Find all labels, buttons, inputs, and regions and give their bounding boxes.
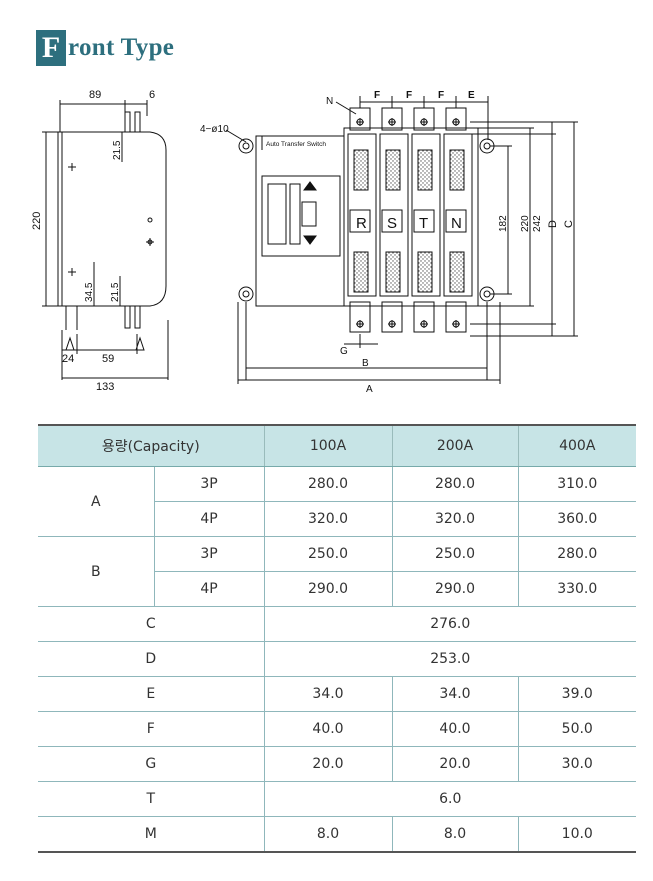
header-capacity: 용량(Capacity): [38, 424, 264, 467]
cell: 40.0: [391, 711, 518, 747]
cell: 8.0: [263, 816, 392, 853]
cell: 280.0: [391, 466, 518, 502]
cell: 50.0: [517, 711, 636, 747]
row-label: M: [38, 816, 264, 853]
cell: 250.0: [263, 536, 392, 572]
title-initial: F: [36, 30, 66, 66]
dim-89: 89: [89, 89, 101, 101]
dim-g: G: [340, 346, 348, 357]
table-row: 4P 290.0 290.0 330.0: [38, 571, 636, 607]
row-label: G: [38, 746, 264, 782]
cell-merged: 276.0: [263, 606, 636, 642]
pole-t: T: [419, 215, 428, 232]
dim-21-5-top: 21.5: [112, 140, 123, 160]
table-row: M 8.0 8.0 10.0: [38, 816, 636, 853]
cell: 8.0: [391, 816, 518, 853]
dim-d: D: [547, 220, 559, 228]
cell: 320.0: [263, 501, 392, 537]
cell-merged: 253.0: [263, 641, 636, 677]
dim-34-5: 34.5: [84, 282, 95, 302]
cell-merged: 6.0: [263, 781, 636, 817]
row-label: T: [38, 781, 264, 817]
dim-220: 220: [520, 215, 531, 232]
row-sub: 3P: [153, 536, 264, 572]
dim-e: E: [468, 90, 475, 101]
dim-242: 242: [532, 215, 543, 232]
table-header-row: 용량(Capacity) 100A 200A 400A: [38, 424, 636, 467]
cell: 330.0: [517, 571, 636, 607]
dim-n: N: [326, 96, 333, 107]
table-row: 4P 320.0 320.0 360.0: [38, 501, 636, 537]
table-row: F 40.0 40.0 50.0: [38, 711, 636, 747]
cell: 310.0: [517, 466, 636, 502]
cell: 280.0: [517, 536, 636, 572]
dim-24: 24: [62, 353, 74, 365]
header-400a: 400A: [517, 424, 636, 467]
hole-label: 4−ø10: [200, 124, 229, 135]
cell: 34.0: [391, 676, 518, 712]
front-view: [225, 96, 578, 384]
dim-220-side: 220: [31, 212, 43, 230]
cell: 30.0: [517, 746, 636, 782]
dim-59: 59: [102, 353, 114, 365]
table-row: E 34.0 34.0 39.0: [38, 676, 636, 712]
cell: 290.0: [263, 571, 392, 607]
dim-f1: F: [374, 90, 380, 101]
row-label: F: [38, 711, 264, 747]
capacity-table: 용량(Capacity) 100A 200A 400A A 3P 280.0 2…: [38, 424, 636, 853]
row-sub: 3P: [153, 466, 264, 502]
row-label: E: [38, 676, 264, 712]
dim-a: A: [366, 384, 373, 395]
row-label: B: [38, 536, 154, 607]
page-title: F ront Type: [36, 30, 174, 66]
title-text: ront Type: [68, 34, 175, 61]
row-sub: 4P: [153, 571, 264, 607]
table-row: G 20.0 20.0 30.0: [38, 746, 636, 782]
side-view: [42, 100, 169, 380]
dim-182: 182: [498, 215, 509, 232]
pole-n: N: [451, 215, 462, 232]
header-100a: 100A: [263, 424, 392, 467]
cell: 280.0: [263, 466, 392, 502]
cell: 360.0: [517, 501, 636, 537]
dim-b: B: [362, 358, 369, 369]
row-sub: 4P: [153, 501, 264, 537]
table-row: B 3P 250.0 250.0 280.0: [38, 536, 636, 607]
panel-label: Auto Transfer Switch: [266, 141, 326, 148]
cell: 20.0: [263, 746, 392, 782]
row-label: A: [38, 466, 154, 537]
cell: 290.0: [391, 571, 518, 607]
row-label: C: [38, 606, 264, 642]
dim-f3: F: [438, 90, 444, 101]
pole-s: S: [387, 215, 397, 232]
cell: 34.0: [263, 676, 392, 712]
cell: 40.0: [263, 711, 392, 747]
table-row: T 6.0: [38, 781, 636, 817]
row-label: D: [38, 641, 264, 677]
dim-6: 6: [149, 89, 155, 101]
dim-f2: F: [406, 90, 412, 101]
technical-drawing: 89 6 220 21.5 34.5 21.5 24 59 133: [31, 89, 578, 395]
cell: 10.0: [517, 816, 636, 853]
cell: 250.0: [391, 536, 518, 572]
header-200a: 200A: [391, 424, 518, 467]
dim-21-5-bottom: 21.5: [110, 282, 121, 302]
table-row: C 276.0: [38, 606, 636, 642]
cell: 20.0: [391, 746, 518, 782]
table-row: D 253.0: [38, 641, 636, 677]
pole-windows: [353, 149, 465, 293]
cell: 39.0: [517, 676, 636, 712]
pole-r: R: [356, 215, 367, 232]
cell: 320.0: [391, 501, 518, 537]
dim-c: C: [563, 220, 575, 228]
table-row: A 3P 280.0 280.0 310.0: [38, 466, 636, 537]
dim-133: 133: [96, 381, 114, 393]
